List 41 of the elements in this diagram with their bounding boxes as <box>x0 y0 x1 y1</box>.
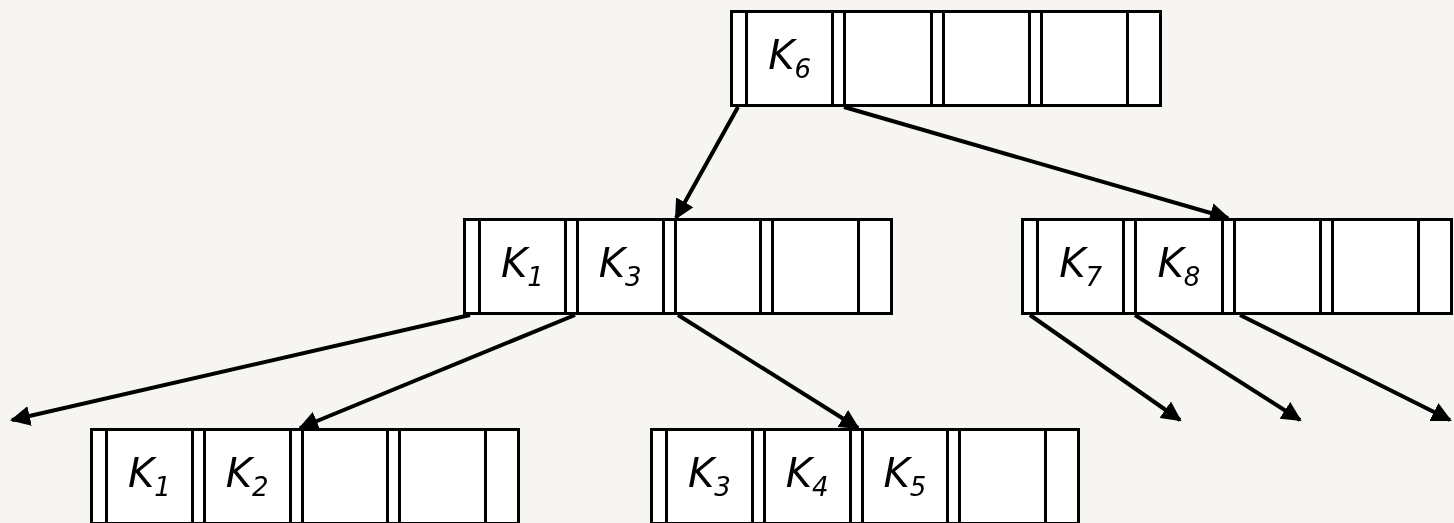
key-cell <box>105 431 194 522</box>
key-cell <box>1036 221 1126 312</box>
empty-key-cell <box>673 221 763 312</box>
empty-key-cell <box>300 431 390 522</box>
key-label: K$_{2}$ <box>225 453 269 500</box>
empty-key-cell <box>1039 13 1129 104</box>
tree-node <box>463 218 893 315</box>
key-cell <box>860 431 950 522</box>
key-cell <box>1134 221 1224 312</box>
empty-key-cell <box>958 431 1047 522</box>
tree-node <box>90 428 520 523</box>
key-label: K$_{1}$ <box>128 453 171 500</box>
tree-node <box>650 428 1080 523</box>
key-label: K$_{5}$ <box>883 453 927 500</box>
pointer-arrow <box>1133 313 1302 422</box>
key-label: K$_{8}$ <box>1157 243 1201 290</box>
empty-key-cell <box>1330 221 1420 312</box>
pointer-arrow <box>674 106 740 220</box>
key-label: K$_{6}$ <box>768 35 811 82</box>
key-label: K$_{3}$ <box>688 453 731 500</box>
empty-key-cell <box>771 221 860 312</box>
key-label: K$_{7}$ <box>1059 243 1102 290</box>
key-label: K$_{1}$ <box>501 243 544 290</box>
pointer-arrow <box>1239 313 1452 422</box>
pointer-arrow <box>10 313 471 426</box>
key-cell <box>762 431 852 522</box>
key-label: K$_{3}$ <box>598 243 642 290</box>
pointer-arrow <box>676 313 860 430</box>
tree-node <box>1021 218 1453 315</box>
tree-node <box>730 10 1162 107</box>
empty-key-cell <box>941 13 1031 104</box>
empty-key-cell <box>1232 221 1322 312</box>
key-cell <box>745 13 835 104</box>
key-cell <box>202 431 292 522</box>
key-cell <box>575 221 665 312</box>
pointer-arrow <box>1028 313 1182 422</box>
key-cell <box>665 431 754 522</box>
empty-key-cell <box>398 431 487 522</box>
empty-key-cell <box>843 13 933 104</box>
key-cell <box>478 221 567 312</box>
key-label: K$_{4}$ <box>785 453 829 500</box>
